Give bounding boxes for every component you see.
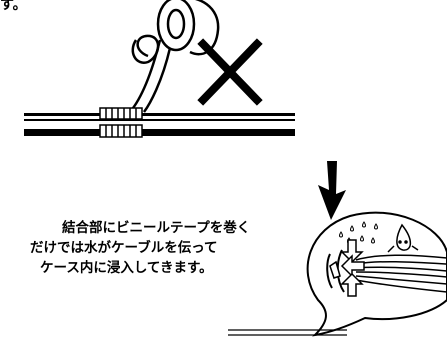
- top-text-fragment: す。: [0, 0, 27, 13]
- caption-line-1: 結合部にビニールテープを巻く: [62, 220, 251, 236]
- caption: 結合部にビニールテープを巻く だけでは水がケーブルを伝って ケース内に浸入してき…: [0, 218, 270, 278]
- caption-line-3: ケース内に浸入してきます。: [40, 260, 213, 276]
- cable: [24, 113, 295, 136]
- wrapped-tape: [99, 107, 143, 138]
- water-drop-character-icon: [387, 223, 419, 253]
- bubble-cable: [326, 249, 447, 293]
- spiral-icon: [131, 34, 160, 64]
- down-arrow-icon: [318, 161, 346, 220]
- inflow-arrow-icon: [329, 239, 365, 297]
- bottom-cable: [228, 329, 347, 336]
- x-mark-icon: [197, 38, 263, 106]
- water-drops-icon: [339, 221, 378, 244]
- caption-line-2: だけでは水がケーブルを伝って: [30, 240, 218, 256]
